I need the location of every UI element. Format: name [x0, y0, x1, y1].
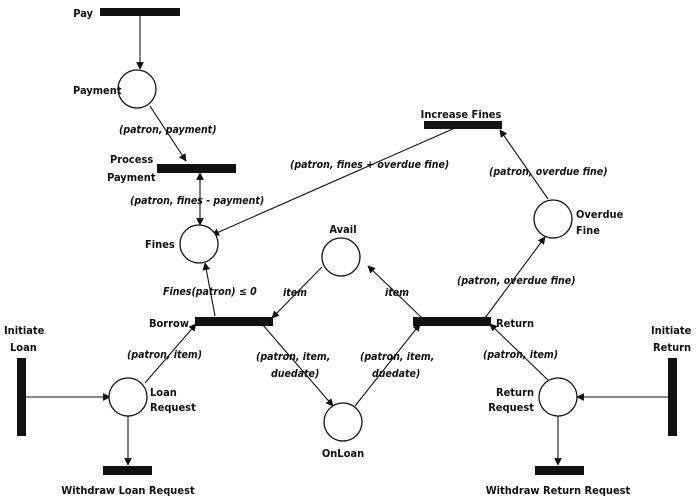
arc-patron-payment: (patron, payment): [119, 124, 217, 136]
edge-return-avail: [367, 265, 423, 319]
arc-patron-item-right: (patron, item): [483, 349, 558, 361]
node-labels: Pay Payment Process Payment Increase Fin…: [4, 7, 692, 497]
place-onloan: [323, 402, 363, 442]
edge-fines-increase: [211, 127, 456, 236]
label-increase-fines: Increase Fines: [421, 108, 502, 121]
label-loan-request-2: Request: [150, 401, 196, 414]
label-return-request-2: Request: [488, 401, 534, 414]
label-initiate-return-2: Return: [653, 341, 691, 354]
transition-return: [413, 317, 491, 326]
arc-item-right: item: [385, 287, 409, 299]
place-return-request: [538, 377, 578, 417]
place-avail: [321, 237, 361, 277]
label-fines: Fines: [145, 238, 175, 251]
place-fines: [179, 224, 219, 264]
label-process-payment-2: Payment: [107, 171, 156, 184]
arc-patron-overdue-top: (patron, overdue fine): [489, 166, 608, 178]
label-overdue-fine-1: Overdue: [576, 208, 624, 221]
label-payment: Payment: [73, 84, 122, 97]
label-withdraw-loan: Withdraw Loan Request: [61, 484, 195, 497]
label-initiate-loan-2: Loan: [10, 341, 37, 354]
edge-overdue-increase: [499, 129, 549, 200]
label-return: Return: [496, 317, 534, 330]
label-initiate-loan-1: Initiate: [4, 324, 45, 337]
edge-payment-process: [149, 105, 187, 162]
arc-fines-guard: Fines(patron) ≤ 0: [163, 286, 257, 298]
arc-patron-item-duedate-right-2: duedate): [372, 368, 420, 380]
transition-withdraw-loan: [103, 466, 152, 475]
transition-withdraw-return: [535, 466, 584, 475]
arc-patron-fines-overdue: (patron, fines + overdue fine): [290, 159, 449, 171]
arc-labels: (patron, payment) (patron, fines - payme…: [119, 124, 608, 380]
edge-fines-borrow: [202, 262, 216, 317]
label-borrow: Borrow: [149, 317, 189, 330]
place-loan-request: [108, 377, 148, 417]
transition-increase-fines: [424, 121, 502, 129]
label-withdraw-return: Withdraw Return Request: [486, 484, 631, 497]
transition-initiate-return: [668, 358, 677, 436]
label-loan-request-1: Loan: [150, 386, 177, 399]
places: [108, 69, 578, 442]
arc-patron-item-duedate-right-1: (patron, item,: [360, 351, 434, 363]
label-avail: Avail: [329, 223, 356, 236]
arc-item-left: item: [283, 287, 307, 299]
edge-return-overdue: [484, 236, 546, 319]
transition-initiate-loan: [17, 358, 26, 436]
transitions: [17, 8, 677, 475]
transition-pay: [100, 8, 180, 16]
label-onloan: OnLoan: [322, 447, 364, 460]
arc-patron-item-duedate-left-2: duedate): [271, 368, 319, 380]
edge-avail-borrow: [271, 266, 323, 319]
arc-patron-item-duedate-left-1: (patron, item,: [256, 351, 330, 363]
edge-borrow-onloan: [261, 323, 334, 407]
transition-process-payment: [157, 164, 236, 173]
label-overdue-fine-2: Fine: [576, 224, 600, 237]
edges: [26, 16, 668, 466]
place-payment: [117, 69, 157, 109]
arc-patron-overdue-mid: (patron, overdue fine): [457, 275, 576, 287]
transition-borrow: [195, 317, 273, 326]
arc-patron-item-left: (patron, item): [127, 349, 202, 361]
label-pay: Pay: [73, 7, 93, 20]
place-overdue-fine: [533, 199, 573, 239]
arc-patron-fines-payment: (patron, fines - payment): [130, 195, 264, 207]
label-process-payment-1: Process: [110, 153, 153, 166]
edge-onloan-return: [354, 323, 421, 407]
label-return-request-1: Return: [496, 386, 534, 399]
edge-returnreq-return: [489, 323, 551, 383]
edge-loanreq-borrow: [144, 323, 197, 384]
label-initiate-return-1: Initiate: [651, 324, 692, 337]
